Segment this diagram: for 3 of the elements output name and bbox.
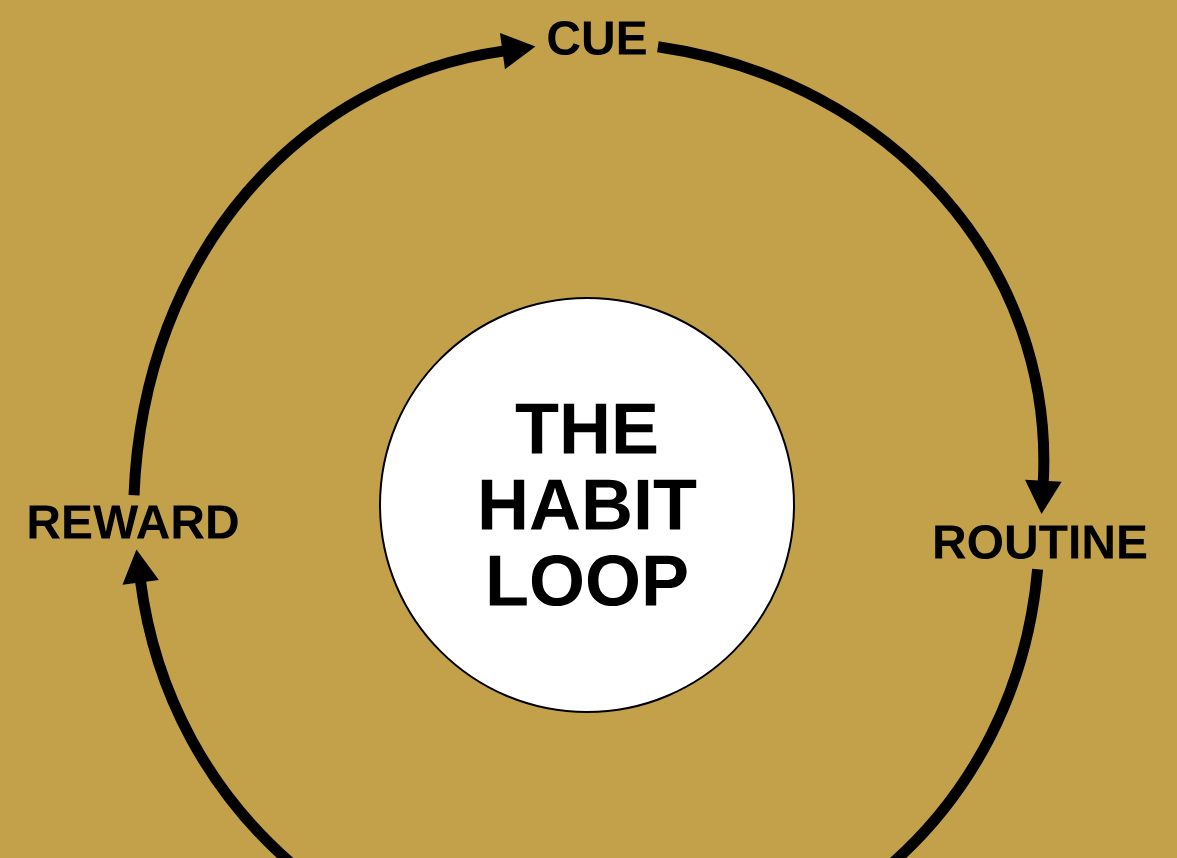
stage-label: REWARD xyxy=(29,505,238,539)
stage-label: ROUTINE xyxy=(935,525,1147,559)
stage-label: CUE xyxy=(548,21,646,55)
